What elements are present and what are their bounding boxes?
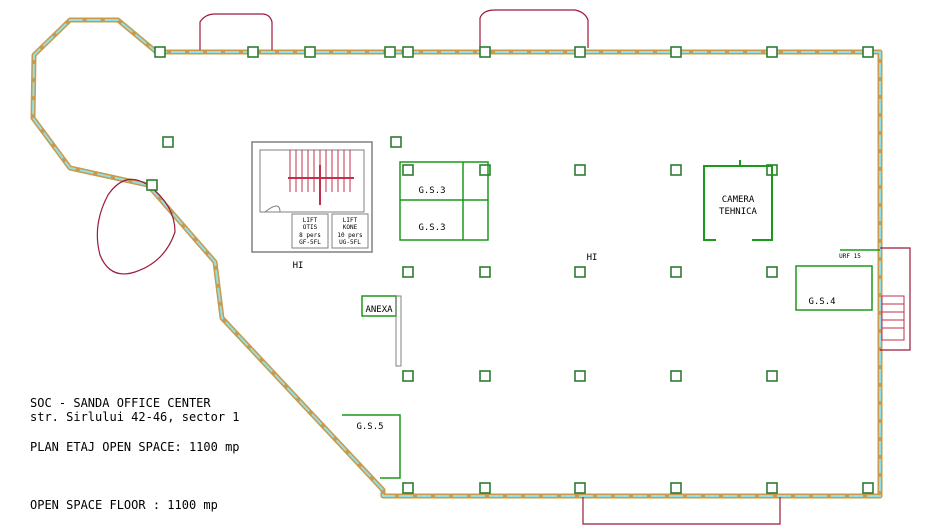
- structural-column: [154, 46, 166, 58]
- lift-kone-line1: LIFT: [343, 217, 358, 224]
- structural-column: [670, 370, 682, 382]
- hydrant-center-label: HI: [587, 253, 598, 263]
- lift-otis-line3: 8 pers: [299, 232, 321, 239]
- structural-column: [670, 164, 682, 176]
- gs4-label: G.S.4: [808, 297, 835, 307]
- structural-column: [479, 266, 491, 278]
- caption-line4: OPEN SPACE FLOOR : 1100 mp: [30, 498, 218, 512]
- lift-kone-line3: 10 pers: [337, 232, 363, 239]
- stair-lift-core: [251, 141, 373, 253]
- structural-column: [766, 370, 778, 382]
- hydrant-left-label: HI: [293, 261, 304, 271]
- lift-otis-line1: LIFT: [303, 217, 318, 224]
- structural-column: [574, 266, 586, 278]
- structural-column: [402, 164, 414, 176]
- camera-tehnica-room: [703, 160, 773, 241]
- structural-column: [402, 370, 414, 382]
- gs3-bottom-label: G.S.3: [418, 223, 445, 233]
- structural-column: [162, 136, 174, 148]
- lift-kone-line2: KONE: [343, 224, 358, 231]
- caption-line2: str. Sirlului 42-46, sector 1: [30, 410, 240, 424]
- structural-column: [146, 179, 158, 191]
- gs5-label: G.S.5: [356, 422, 383, 432]
- structural-column: [304, 46, 316, 58]
- gs3-top-label: G.S.3: [418, 186, 445, 196]
- lift-kone-line4: UG-5FL: [339, 239, 361, 246]
- structural-column: [479, 370, 491, 382]
- structural-column: [670, 482, 682, 494]
- caption-line3: PLAN ETAJ OPEN SPACE: 1100 mp: [30, 440, 240, 454]
- lift-otis-line2: OTIS: [303, 224, 318, 231]
- camera-label-line1: CAMERA: [722, 195, 755, 205]
- structural-column: [390, 136, 402, 148]
- anexa-label: ANEXA: [365, 305, 393, 315]
- gs3-toilets: [399, 161, 489, 241]
- structural-column: [384, 46, 396, 58]
- urf-label: URF 15: [839, 253, 861, 260]
- caption-line1: SOC - SANDA OFFICE CENTER: [30, 396, 211, 410]
- camera-label-line2: TEHNICA: [719, 207, 758, 217]
- gs5-toilets: [342, 414, 401, 479]
- lift-otis-label: LIFT OTIS 8 pers GF-5FL: [299, 217, 321, 246]
- structural-column: [479, 46, 491, 58]
- structural-columns: [146, 46, 874, 494]
- structural-column: [247, 46, 259, 58]
- structural-column: [574, 46, 586, 58]
- anexa-wall: [395, 295, 402, 367]
- structural-column: [479, 482, 491, 494]
- structural-column: [862, 482, 874, 494]
- structural-column: [862, 46, 874, 58]
- right-stair: [881, 295, 905, 341]
- lift-kone-label: LIFT KONE 10 pers UG-5FL: [337, 217, 363, 246]
- structural-column: [479, 164, 491, 176]
- structural-column: [766, 46, 778, 58]
- structural-column: [574, 482, 586, 494]
- exterior-wall: [30, 17, 883, 499]
- structural-column: [402, 46, 414, 58]
- gs4-toilets: [795, 249, 880, 311]
- title-block: SOC - SANDA OFFICE CENTER str. Sirlului …: [30, 396, 240, 512]
- structural-column: [766, 482, 778, 494]
- lift-otis-line4: GF-5FL: [299, 239, 321, 246]
- structural-column: [402, 266, 414, 278]
- structural-column: [766, 266, 778, 278]
- balcony-outlines: [96, 9, 911, 525]
- structural-column: [574, 370, 586, 382]
- structural-column: [574, 164, 586, 176]
- structural-column: [670, 266, 682, 278]
- structural-column: [402, 482, 414, 494]
- structural-column: [670, 46, 682, 58]
